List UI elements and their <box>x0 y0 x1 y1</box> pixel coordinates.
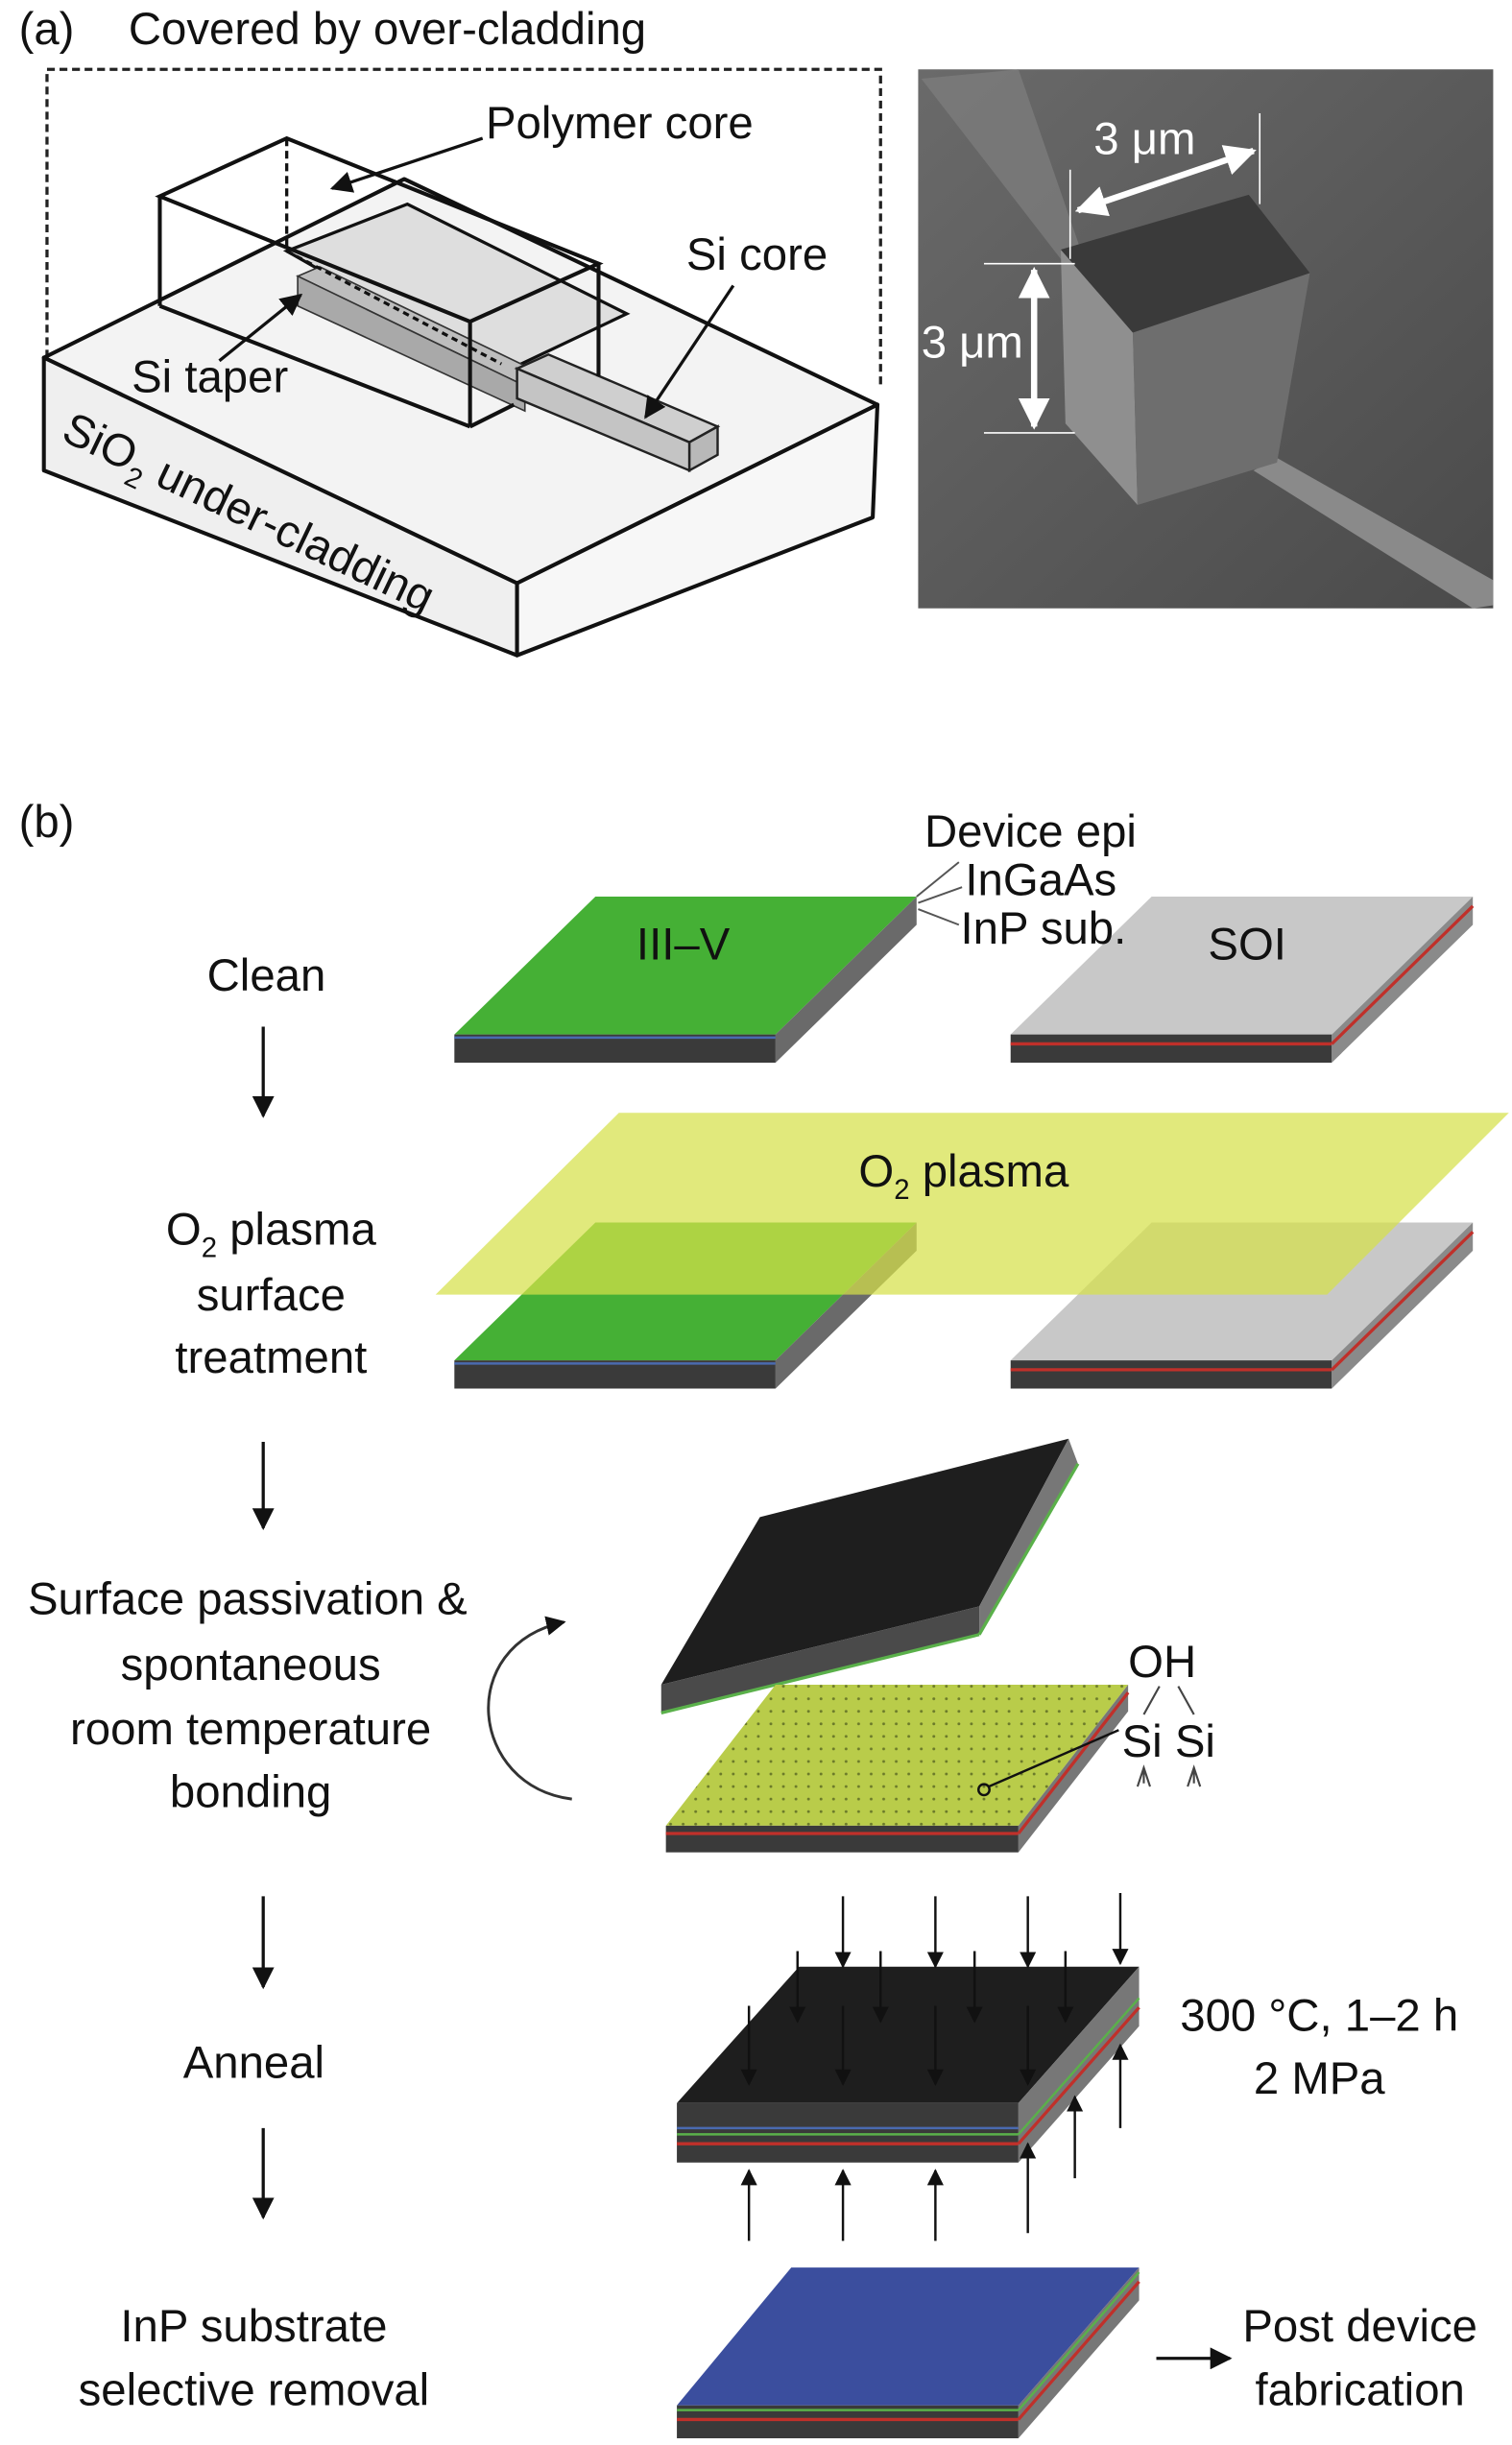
step-removal-line1: InP substrate <box>120 2301 387 2352</box>
si-core-arrow <box>644 284 735 419</box>
panel-a-title: Covered by over-cladding <box>129 4 646 55</box>
step-bond-line2: spontaneous <box>121 1640 381 1690</box>
panel-b-label: (b) <box>19 797 75 848</box>
post-device-line1: Post device <box>1242 2301 1477 2352</box>
oh-label: OH <box>1128 1637 1196 1688</box>
step-plasma-line2: surface <box>197 1270 346 1321</box>
step-bond-line4: bonding <box>170 1766 331 1817</box>
soi-wafer-clean <box>1010 897 1475 1064</box>
step-bond-line3: room temperature <box>70 1704 431 1755</box>
panel-a: (a) Covered by over-cladding <box>19 4 1494 658</box>
step-plasma-line3: treatment <box>175 1332 367 1383</box>
sem-height-label: 3 μm <box>922 318 1023 369</box>
step-anneal: Anneal <box>183 2038 324 2089</box>
polymer-core-box <box>155 135 604 429</box>
post-device-line2: fabrication <box>1255 2365 1464 2416</box>
polymer-core-arrow <box>329 136 484 193</box>
ingaas-label: InGaAs <box>965 854 1116 905</box>
iiiv-wafer-clean <box>454 897 917 1064</box>
anneal-condition-pressure: 2 MPa <box>1254 2053 1385 2104</box>
si-taper-arrow <box>218 293 303 363</box>
flip-arrow-icon <box>487 1616 572 1801</box>
si-taper-label: Si taper <box>132 351 288 402</box>
iiiv-label: III–V <box>636 919 731 970</box>
sem-width-label: 3 μm <box>1093 113 1195 164</box>
si-si-label: Si Si <box>1122 1716 1215 1767</box>
over-cladding-outline <box>45 67 882 396</box>
step-plasma-line1: O2 plasma <box>166 1204 377 1263</box>
step-clean: Clean <box>207 950 326 1001</box>
site-leader-line <box>988 1729 1119 1788</box>
flipped-iiiv-wafer <box>660 1438 1080 1714</box>
polymer-core-label: Polymer core <box>486 98 754 149</box>
final-wafer <box>677 2267 1140 2439</box>
soi-label: SOI <box>1208 919 1286 970</box>
inp-sub-label: InP sub. <box>960 903 1126 954</box>
panel-a-label: (a) <box>19 4 75 55</box>
si-core-label: Si core <box>686 229 828 280</box>
anneal-condition-temp: 300 °C, 1–2 h <box>1180 1991 1458 2042</box>
sem-image: 3 μm 3 μm <box>918 69 1494 609</box>
layer-leader-lines <box>916 861 963 926</box>
passivated-soi-wafer <box>665 1684 1130 1853</box>
bond-lines <box>1136 1686 1202 1787</box>
annealed-stack <box>677 1966 1140 2163</box>
surface-site-marker <box>977 1783 991 1797</box>
pressure-arrows <box>740 1893 1129 2241</box>
step-bond-line1: Surface passivation & <box>28 1574 468 1625</box>
o2-plasma-label: O2 plasma <box>858 1146 1069 1206</box>
o2-plasma-plane <box>435 1113 1509 1295</box>
width-dimension-arrow <box>1074 145 1257 217</box>
step-removal-line2: selective removal <box>79 2365 430 2416</box>
panel-b: (b) Clean O2 plasma surface treatment Su… <box>19 797 1509 2439</box>
device-epi-label: Device epi <box>924 806 1137 857</box>
